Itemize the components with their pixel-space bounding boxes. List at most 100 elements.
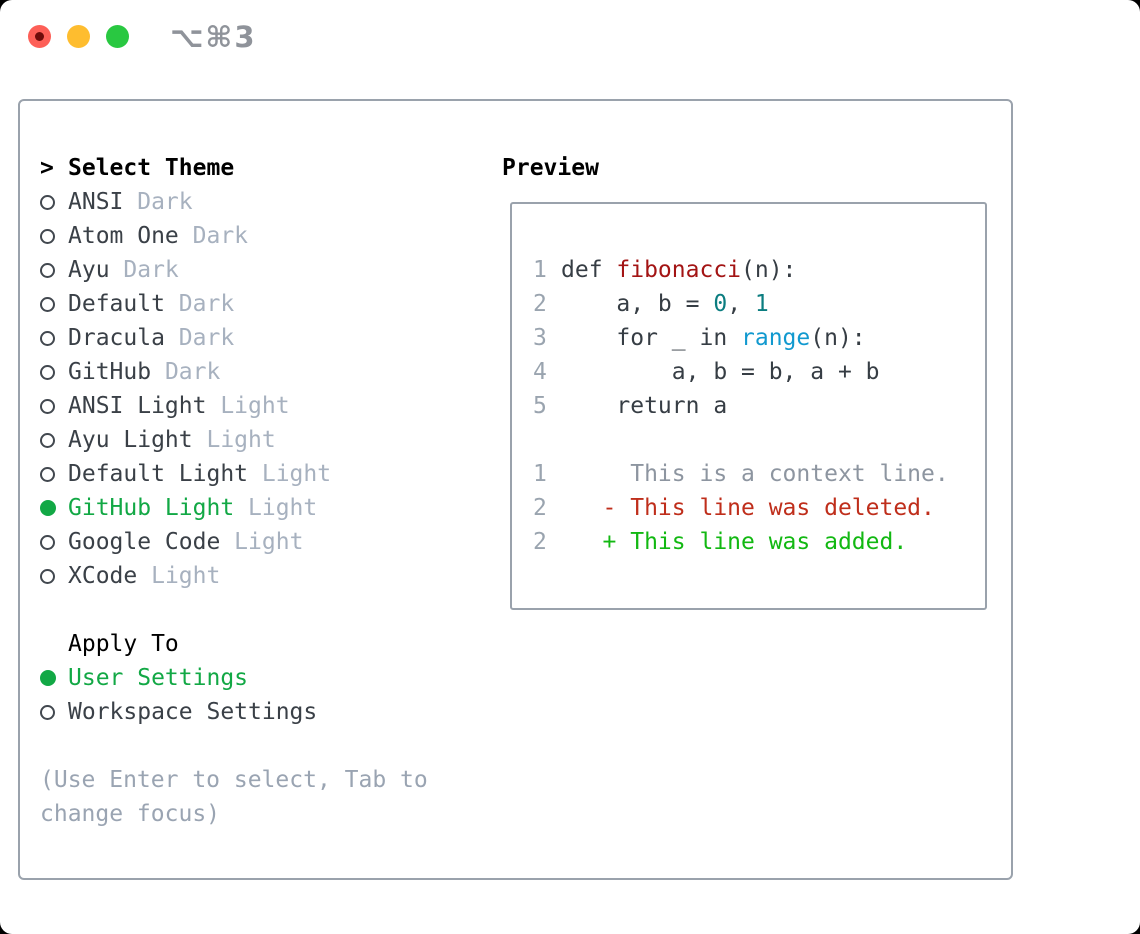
- apply-to-header: Apply To: [40, 627, 428, 661]
- help-text-line2: change focus): [40, 801, 221, 827]
- code-segment-add: + This line was added.: [561, 529, 908, 555]
- radio-selected-icon: [40, 670, 56, 686]
- theme-variant-badge: Light: [234, 495, 318, 521]
- line-number: 2: [533, 529, 547, 555]
- theme-variant-badge: Dark: [164, 291, 235, 317]
- theme-variant-badge: Light: [220, 529, 304, 555]
- code-segment-p: a, b =: [561, 291, 714, 317]
- code-segment-p: a, b = b, a + b: [561, 359, 880, 385]
- code-segment-p: for _ in: [561, 325, 742, 351]
- theme-variant-badge: Dark: [109, 257, 179, 283]
- theme-item-label: ANSI Light: [68, 393, 207, 419]
- theme-item-label: GitHub Light: [68, 495, 235, 521]
- code-blank-line: [533, 423, 985, 457]
- close-dot-icon: [35, 32, 44, 41]
- theme-item-label: Dracula: [68, 325, 165, 351]
- line-number: 1: [533, 461, 547, 487]
- code-segment-p: ,: [727, 291, 755, 317]
- theme-item-label: XCode: [68, 563, 138, 589]
- close-button-icon[interactable]: [28, 25, 51, 48]
- code-segment-p: return a: [561, 393, 728, 419]
- code-line: 4 a, b = b, a + b: [533, 355, 985, 389]
- code-segment-n: 0: [713, 291, 728, 317]
- theme-variant-badge: Light: [206, 393, 290, 419]
- radio-icon: [40, 568, 55, 584]
- code-line: 1 This is a context line.: [533, 457, 985, 491]
- line-number: 2: [533, 495, 547, 521]
- theme-item-xcode[interactable]: XCode Light: [40, 559, 428, 593]
- apply-to-item-workspace-settings[interactable]: Workspace Settings: [40, 695, 428, 729]
- apply-to-item-user-settings[interactable]: User Settings: [40, 661, 428, 695]
- apply-to-item-label: User Settings: [68, 665, 249, 691]
- theme-variant-badge: Dark: [178, 223, 249, 249]
- theme-item-github-light[interactable]: GitHub Light Light: [40, 491, 428, 525]
- theme-item-default-light[interactable]: Default Light Light: [40, 457, 428, 491]
- spacer: [40, 729, 428, 763]
- theme-item-google-code[interactable]: Google Code Light: [40, 525, 428, 559]
- code-segment-k: def: [561, 257, 617, 283]
- theme-item-dracula[interactable]: Dracula Dark: [40, 321, 428, 355]
- cursor-icon: >: [40, 155, 54, 181]
- theme-item-ayu[interactable]: Ayu Dark: [40, 253, 428, 287]
- radio-icon: [40, 330, 55, 346]
- theme-item-label: ANSI: [68, 189, 124, 215]
- preview-title: Preview: [502, 155, 599, 181]
- zoom-button-icon[interactable]: [106, 25, 129, 48]
- radio-icon: [40, 262, 55, 278]
- theme-variant-badge: Light: [192, 427, 276, 453]
- code-segment-n: 1: [754, 291, 769, 317]
- radio-selected-icon: [40, 500, 56, 516]
- window-shortcut-label: ⌥⌘3: [170, 20, 257, 54]
- spacer: [40, 593, 428, 627]
- radio-icon: [40, 228, 55, 244]
- titlebar: [28, 25, 129, 48]
- line-number: 3: [533, 325, 547, 351]
- theme-item-label: Ayu: [68, 257, 110, 283]
- theme-item-label: Ayu Light: [68, 427, 193, 453]
- theme-item-label: Atom One: [68, 223, 179, 249]
- theme-item-label: Default Light: [68, 461, 249, 487]
- apply-to-item-label: Workspace Settings: [68, 699, 318, 725]
- theme-item-label: Default: [68, 291, 165, 317]
- theme-variant-badge: Dark: [151, 359, 221, 385]
- theme-variant-badge: Dark: [123, 189, 193, 215]
- code-line: 3 for _ in range(n):: [533, 321, 985, 355]
- code-segment-ctx: This is a context line.: [561, 461, 949, 487]
- radio-icon: [40, 364, 55, 380]
- minimize-button-icon[interactable]: [67, 25, 90, 48]
- theme-item-ansi-light[interactable]: ANSI Light Light: [40, 389, 428, 423]
- code-segment-t: fibonacci: [616, 257, 742, 283]
- theme-item-label: GitHub: [68, 359, 152, 385]
- select-theme-header: > Select Theme: [40, 151, 428, 185]
- select-theme-title: Select Theme: [68, 155, 235, 181]
- radio-icon: [40, 194, 55, 210]
- theme-item-github[interactable]: GitHub Dark: [40, 355, 428, 389]
- radio-icon: [40, 398, 55, 414]
- radio-icon: [40, 432, 55, 448]
- line-number: 4: [533, 359, 547, 385]
- radio-icon: [40, 296, 55, 312]
- code-line: 2 a, b = 0, 1: [533, 287, 985, 321]
- code-segment-b: range: [741, 325, 811, 351]
- help-text-line1: (Use Enter to select, Tab to: [40, 767, 428, 793]
- line-number: 1: [533, 257, 547, 283]
- code-segment-del: - This line was deleted.: [561, 495, 935, 521]
- code-line: 1 def fibonacci(n):: [533, 253, 985, 287]
- radio-icon: [40, 704, 55, 720]
- theme-item-atom-one[interactable]: Atom One Dark: [40, 219, 428, 253]
- code-segment-p: (n):: [741, 257, 797, 283]
- code-line: 2 + This line was added.: [533, 525, 985, 559]
- line-number: 5: [533, 393, 547, 419]
- theme-item-label: Google Code: [68, 529, 221, 555]
- theme-item-ansi[interactable]: ANSI Dark: [40, 185, 428, 219]
- radio-icon: [40, 466, 55, 482]
- code-segment-p: (n):: [810, 325, 866, 351]
- theme-item-ayu-light[interactable]: Ayu Light Light: [40, 423, 428, 457]
- theme-item-default[interactable]: Default Dark: [40, 287, 428, 321]
